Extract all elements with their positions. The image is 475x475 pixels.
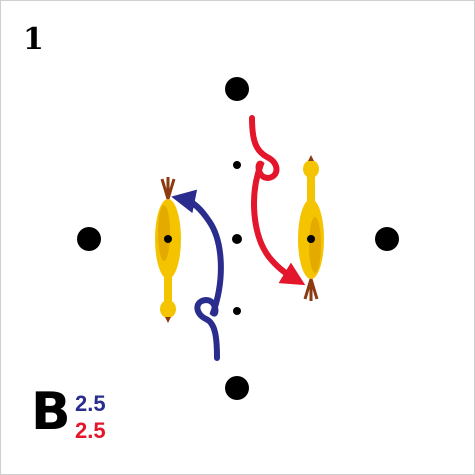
score-red: 2.5 xyxy=(75,418,106,443)
inner-dot-top xyxy=(233,161,241,169)
inner-dot-bottom xyxy=(233,307,241,315)
diagram-number: 1 xyxy=(23,22,44,57)
outer-dot-top xyxy=(225,77,249,101)
red-arrow xyxy=(249,115,306,286)
rubber-chicken-icon xyxy=(155,177,181,323)
blue-arrow xyxy=(171,189,224,361)
rubber-chicken-icon xyxy=(298,155,324,301)
formation-letter: B xyxy=(31,382,71,442)
score-blue: 2.5 xyxy=(75,391,106,416)
inner-dot-center xyxy=(232,234,242,244)
outer-dot-left xyxy=(77,227,101,251)
outer-dot-right xyxy=(375,227,399,251)
outer-dot-bottom xyxy=(225,376,249,400)
